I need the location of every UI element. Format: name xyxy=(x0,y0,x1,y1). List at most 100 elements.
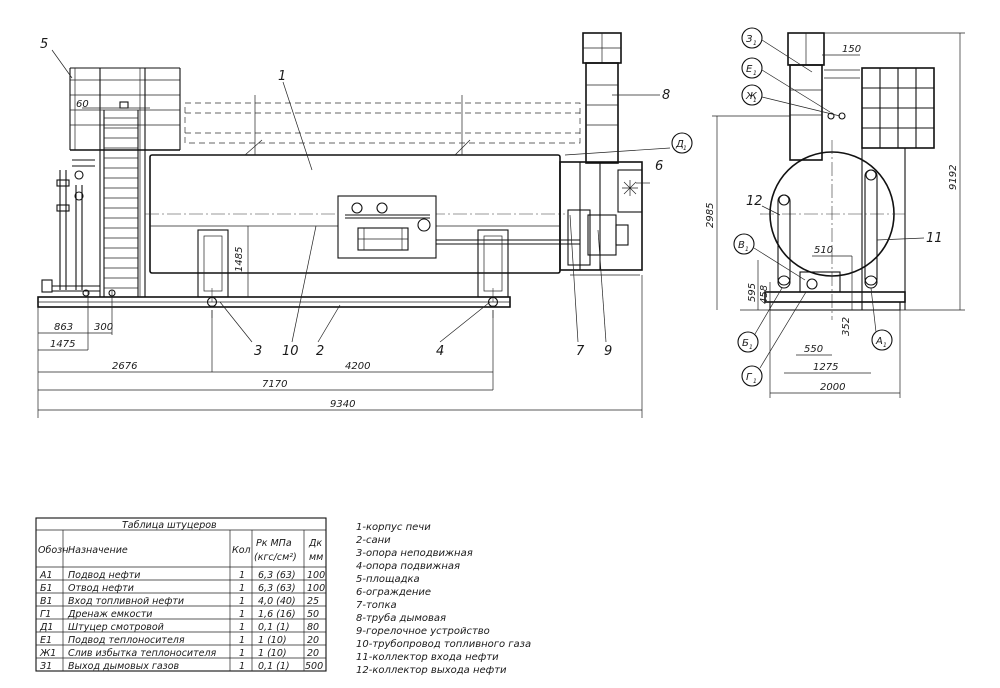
svg-text:1 (10): 1 (10) xyxy=(258,635,287,646)
callout-9: 9 xyxy=(604,344,612,359)
dim-2000: 2000 xyxy=(820,382,845,393)
svg-text:1: 1 xyxy=(745,246,749,253)
callout-8: 8 xyxy=(662,88,670,103)
svg-text:Дренаж емкости: Дренаж емкости xyxy=(67,609,152,620)
svg-text:500: 500 xyxy=(305,661,323,672)
svg-text:Б: Б xyxy=(742,338,749,349)
table-row: Б1 Отвод нефти 1 6,3 (63) 100 xyxy=(40,583,325,594)
svg-text:6,3 (63): 6,3 (63) xyxy=(258,570,296,581)
table-row: Д1 Штуцер смотровой 1 0,1 (1) 80 xyxy=(39,622,319,633)
svg-text:Е1: Е1 xyxy=(40,635,52,646)
svg-text:1: 1 xyxy=(753,40,757,47)
dim-458: 458 xyxy=(759,285,770,304)
dimension-lines xyxy=(37,275,643,418)
dim-2676: 2676 xyxy=(112,361,137,372)
svg-text:1: 1 xyxy=(239,596,245,607)
callout-1: 1 xyxy=(278,69,286,84)
table-row: З1 Выход дымовых газов 1 0,1 (1) 500 xyxy=(40,661,323,672)
svg-text:Д1: Д1 xyxy=(39,622,53,633)
front-view: 5 1 8 6 3 10 2 4 7 9 Д 1 60 1485 xyxy=(37,32,693,418)
header-name: Назначение xyxy=(68,545,128,556)
svg-text:З: З xyxy=(746,34,753,45)
svg-text:1: 1 xyxy=(749,344,753,351)
svg-text:0,1 (1): 0,1 (1) xyxy=(258,661,290,672)
front-leaders xyxy=(51,49,671,343)
dim-9192: 9192 xyxy=(948,165,959,190)
furnace-body xyxy=(145,95,581,298)
table-row: Г1 Дренаж емкости 1 1,6 (16) 50 xyxy=(40,609,319,620)
callout-4: 4 xyxy=(436,344,444,359)
svg-text:Ж: Ж xyxy=(745,91,758,102)
svg-text:25: 25 xyxy=(307,596,319,607)
svg-text:1: 1 xyxy=(239,635,245,646)
legend-item: 3-опора неподвижная xyxy=(356,548,473,559)
header-d-1: Дк xyxy=(308,538,322,549)
dim-352: 352 xyxy=(841,317,852,336)
callout-12: 12 xyxy=(746,194,763,209)
legend-item: 11-коллектор входа нефти xyxy=(356,652,499,663)
svg-text:Д: Д xyxy=(675,139,684,150)
svg-text:1: 1 xyxy=(683,145,687,152)
svg-text:Б1: Б1 xyxy=(40,583,53,594)
table-row: В1 Вход топливной нефти 1 4,0 (40) 25 xyxy=(40,596,319,607)
table-row: А1 Подвод нефти 1 6,3 (63) 100 xyxy=(39,570,325,581)
chimney xyxy=(582,32,622,164)
svg-text:1: 1 xyxy=(239,570,245,581)
legend-item: 5-площадка xyxy=(356,574,420,585)
legend-item: 2-сани xyxy=(356,535,391,546)
nozzle-table: Таблица штуцеров Обозн Назначение Кол Pк… xyxy=(35,517,327,672)
dim-1485: 1485 xyxy=(234,247,245,272)
svg-text:0,1 (1): 0,1 (1) xyxy=(258,622,290,633)
svg-text:Слив избытка теплоносителя: Слив избытка теплоносителя xyxy=(68,648,217,659)
dim-1475: 1475 xyxy=(50,339,75,350)
svg-text:Подвод теплоносителя: Подвод теплоносителя xyxy=(68,635,185,646)
svg-text:1: 1 xyxy=(239,609,245,620)
header-p-2: (кгс/см²) xyxy=(254,552,297,563)
svg-text:Отвод нефти: Отвод нефти xyxy=(68,583,134,594)
svg-text:Е: Е xyxy=(746,64,753,75)
parts-legend: 1-корпус печи 2-сани 3-опора неподвижная… xyxy=(356,522,531,676)
header-kol: Кол xyxy=(232,545,251,556)
svg-text:Вход топливной нефти: Вход топливной нефти xyxy=(68,596,184,607)
callout-7: 7 xyxy=(576,344,585,359)
svg-text:1: 1 xyxy=(883,342,887,349)
callout-11: 11 xyxy=(926,231,943,246)
header-d-2: мм xyxy=(309,552,323,563)
table-title: Таблица штуцеров xyxy=(122,520,217,531)
svg-text:В1: В1 xyxy=(40,596,53,607)
callout-5: 5 xyxy=(40,37,48,52)
callout-10: 10 xyxy=(282,344,299,359)
dim-4200: 4200 xyxy=(345,361,370,372)
left-platform xyxy=(69,67,181,297)
legend-item: 8-труба дымовая xyxy=(356,612,446,624)
callout-3: 3 xyxy=(254,344,262,359)
callout-2: 2 xyxy=(316,344,324,359)
legend-item: 10-трубопровод топливного газа xyxy=(356,638,531,650)
svg-text:1: 1 xyxy=(239,648,245,659)
dim-9340: 9340 xyxy=(330,399,355,410)
svg-text:1: 1 xyxy=(753,97,757,104)
svg-text:4,0 (40): 4,0 (40) xyxy=(258,596,296,607)
dim-300: 300 xyxy=(94,322,113,333)
svg-text:6,3 (63): 6,3 (63) xyxy=(258,583,296,594)
svg-text:100: 100 xyxy=(307,570,325,581)
svg-text:Штуцер смотровой: Штуцер смотровой xyxy=(68,622,164,633)
svg-text:Подвод нефти: Подвод нефти xyxy=(68,570,140,581)
svg-text:50: 50 xyxy=(307,609,319,620)
svg-text:1: 1 xyxy=(753,378,757,385)
svg-text:A: A xyxy=(875,336,883,347)
nozzle-bubbles: З 1 Е 1 Ж 1 В 1 Б 1 Г 1 A 1 xyxy=(733,27,893,387)
ladder xyxy=(103,110,139,297)
svg-text:Ж1: Ж1 xyxy=(39,648,56,659)
svg-text:100: 100 xyxy=(307,583,325,594)
side-dimension-lines xyxy=(712,32,965,398)
svg-text:1: 1 xyxy=(753,70,757,77)
svg-text:З1: З1 xyxy=(40,661,52,672)
dim-595: 595 xyxy=(747,283,758,302)
svg-text:1 (10): 1 (10) xyxy=(258,648,287,659)
dim-60: 60 xyxy=(76,99,89,110)
dim-510: 510 xyxy=(814,245,833,256)
legend-item: 7-топка xyxy=(356,600,397,611)
svg-text:1: 1 xyxy=(239,661,245,672)
